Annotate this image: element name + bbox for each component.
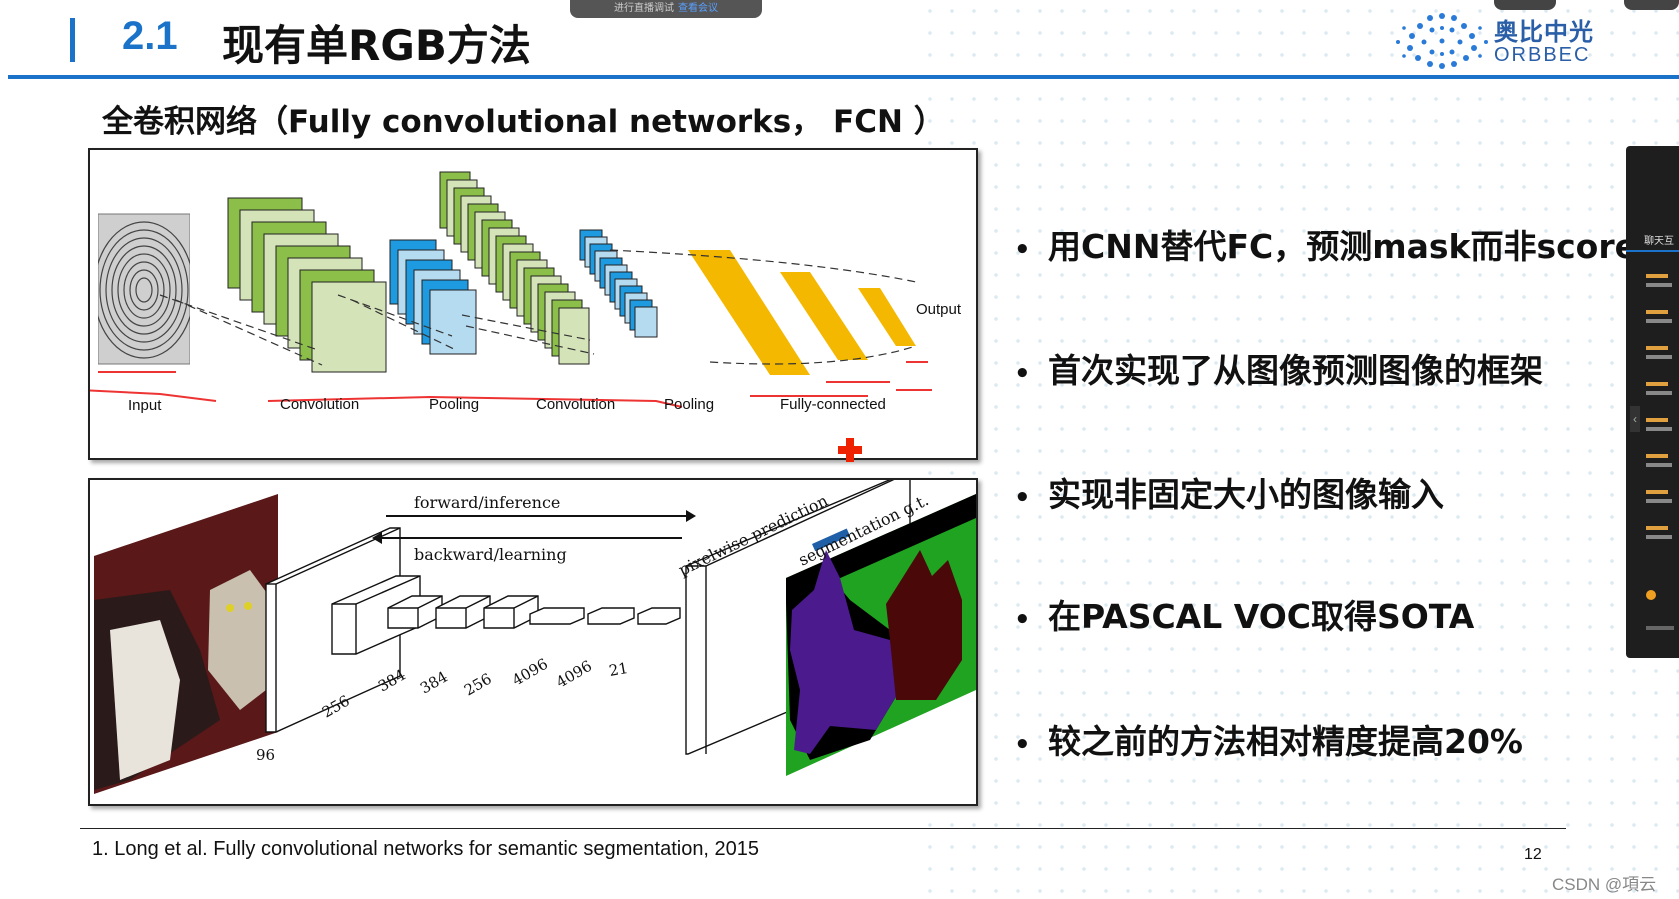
chat-message-item[interactable] bbox=[1646, 342, 1679, 368]
fcn-pipeline-diagram: forward/inference backward/learning pixe… bbox=[90, 480, 976, 804]
backward-label: backward/learning bbox=[414, 545, 567, 564]
background-dot-pattern bbox=[919, 0, 1679, 899]
chat-message-item[interactable] bbox=[1646, 486, 1679, 512]
bullet-text: 首次实现了从图像预测图像的框架 bbox=[1048, 351, 1543, 390]
slide-subtitle: 全卷积网络（Fully convolutional networks， FCN … bbox=[102, 96, 945, 141]
channel-label: 4096 bbox=[553, 657, 595, 692]
csdn-watermark: CSDN @項云 bbox=[1552, 870, 1656, 895]
conv-block-1 bbox=[228, 198, 386, 372]
channel-label: 4096 bbox=[509, 655, 551, 690]
chat-input-field[interactable] bbox=[1646, 626, 1674, 630]
sign-in-icon[interactable] bbox=[1646, 590, 1656, 600]
channel-label: 96 bbox=[256, 746, 275, 764]
orbbec-logo: 奥比中光 ORBBEC bbox=[1392, 6, 1622, 72]
forward-arrowhead-icon bbox=[686, 510, 696, 522]
channel-label: 21 bbox=[608, 659, 630, 680]
section-title: 现有单RGB方法 bbox=[222, 12, 531, 73]
logo-dots-icon bbox=[1392, 6, 1492, 72]
pool-block-2 bbox=[580, 230, 657, 337]
channel-label: 384 bbox=[417, 668, 451, 698]
channel-label: 256 bbox=[461, 670, 495, 700]
collapse-chevron-icon[interactable]: ‹ bbox=[1630, 406, 1640, 432]
forward-label: forward/inference bbox=[414, 493, 560, 512]
logo-english-text: ORBBEC bbox=[1494, 44, 1590, 67]
arrow-labels: forward/inference backward/learning bbox=[414, 493, 567, 564]
bullet-item: •较之前的方法相对精度提高20% bbox=[1014, 715, 1523, 763]
bullet-icon: • bbox=[1014, 359, 1048, 389]
live-banner-link[interactable]: 查看会议 bbox=[678, 3, 718, 14]
logo-chinese-text: 奥比中光 bbox=[1494, 12, 1594, 47]
chat-tab-underline bbox=[1626, 250, 1679, 252]
header-divider bbox=[8, 75, 1679, 79]
fully-connected-layers bbox=[688, 250, 916, 375]
label-pooling-2: Pooling bbox=[664, 396, 714, 413]
bullet-icon: • bbox=[1014, 483, 1048, 513]
pool-block-1 bbox=[390, 240, 476, 354]
bullet-text: 在PASCAL VOC取得SOTA bbox=[1048, 597, 1474, 636]
chat-message-item[interactable] bbox=[1646, 414, 1679, 440]
bullet-icon: • bbox=[1014, 730, 1048, 760]
chat-header-label: 聊天互 bbox=[1644, 232, 1674, 247]
cnn-architecture-diagram: Input Convolution Pooling Convolution Po… bbox=[90, 150, 976, 458]
live-chat-panel[interactable]: 聊天互 ‹ bbox=[1626, 146, 1679, 658]
cnn-architecture-figure: Input Convolution Pooling Convolution Po… bbox=[88, 148, 978, 460]
label-convolution-2: Convolution bbox=[536, 396, 615, 413]
cat-dog-photo bbox=[94, 494, 278, 794]
label-pooling-1: Pooling bbox=[429, 396, 479, 413]
bullet-item: •实现非固定大小的图像输入 bbox=[1014, 468, 1444, 516]
label-input: Input bbox=[128, 397, 162, 414]
chat-message-item[interactable] bbox=[1646, 378, 1679, 404]
bullet-item: •用CNN替代FC，预测mask而非score bbox=[1014, 220, 1637, 268]
bullet-icon: • bbox=[1014, 605, 1048, 635]
bullet-text: 实现非固定大小的图像输入 bbox=[1048, 475, 1444, 514]
page-number: 12 bbox=[1524, 846, 1542, 864]
chat-message-item[interactable] bbox=[1646, 270, 1679, 296]
slide-header: 2.1 现有单RGB方法 进行直播调试查看会议 奥比中光 ORBBEC bbox=[0, 0, 1679, 78]
section-number: 2.1 bbox=[122, 14, 178, 59]
footer-divider bbox=[80, 828, 1566, 829]
chat-message-item[interactable] bbox=[1646, 522, 1679, 548]
label-convolution-1: Convolution bbox=[280, 396, 359, 413]
live-debug-banner[interactable]: 进行直播调试查看会议 bbox=[570, 0, 762, 18]
citation-footnote: 1. Long et al. Fully convolutional netwo… bbox=[92, 838, 759, 861]
bullet-text: 用CNN替代FC，预测mask而非score bbox=[1048, 227, 1637, 266]
bullet-text: 较之前的方法相对精度提高20% bbox=[1048, 722, 1523, 761]
label-fully-connected: Fully-connected bbox=[780, 396, 886, 413]
red-pointer-icon bbox=[838, 438, 862, 462]
bullet-icon: • bbox=[1014, 235, 1048, 265]
flow-arrows bbox=[372, 510, 696, 544]
chat-message-item[interactable] bbox=[1646, 450, 1679, 476]
window-control-button[interactable] bbox=[1624, 0, 1679, 10]
fcn-pipeline-figure: forward/inference backward/learning pixe… bbox=[88, 478, 978, 806]
bullet-item: •在PASCAL VOC取得SOTA bbox=[1014, 590, 1474, 638]
chat-message-item[interactable] bbox=[1646, 306, 1679, 332]
label-output: Output bbox=[916, 301, 962, 318]
fingerprint-input-image bbox=[90, 202, 200, 372]
bullet-item: •首次实现了从图像预测图像的框架 bbox=[1014, 344, 1543, 392]
title-accent-bar bbox=[70, 18, 75, 62]
live-banner-text: 进行直播调试 bbox=[614, 3, 674, 14]
